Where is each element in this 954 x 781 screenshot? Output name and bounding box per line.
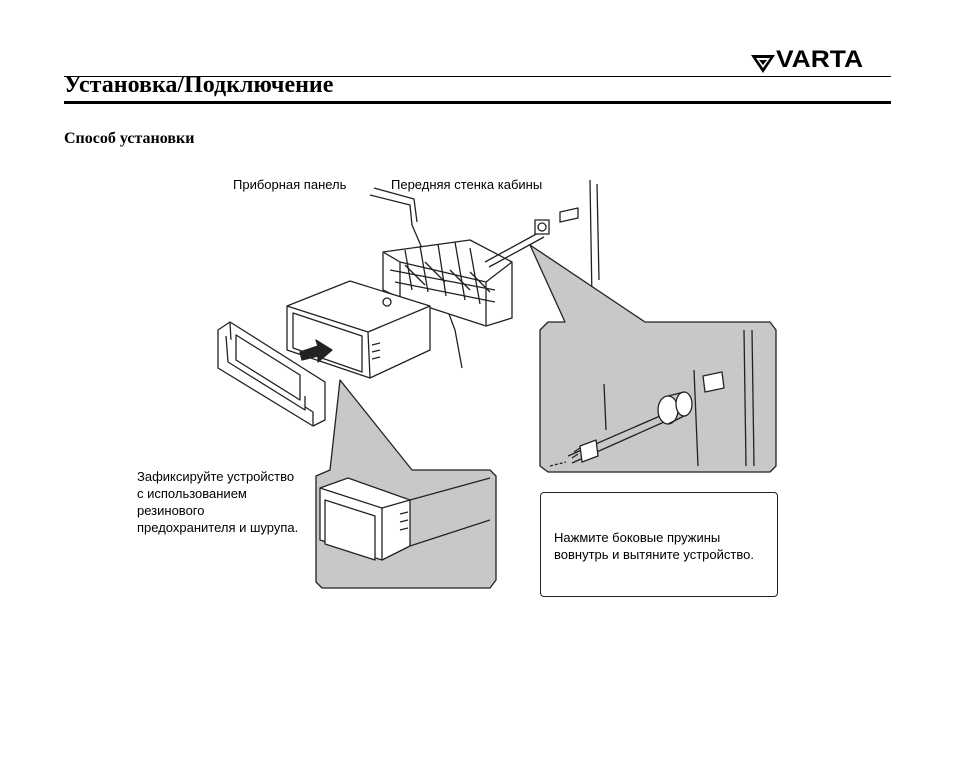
label-fix-line: резинового — [137, 503, 205, 518]
label-press-instruction: Нажмите боковые пружины вовнутрь и вытян… — [554, 529, 754, 563]
label-fix-line: предохранителя и шурупа. — [137, 520, 299, 535]
varta-v-emblem-icon — [751, 55, 775, 73]
header-rule-thin — [64, 76, 891, 77]
header-rule-thick — [64, 101, 891, 104]
trim-frame — [217, 321, 326, 427]
insert-arrow — [299, 339, 333, 363]
press-springs-box — [540, 492, 778, 597]
spring-callout — [529, 244, 777, 473]
spring-callout-detail — [549, 329, 755, 467]
front-wall-line — [589, 179, 593, 301]
label-dashboard: Приборная панель — [233, 177, 347, 192]
logo-text: VARTA — [776, 46, 864, 73]
label-press-line: Нажмите боковые пружины — [554, 530, 721, 545]
fix-callout-detail — [319, 477, 491, 561]
mounting-sleeve — [382, 239, 513, 327]
varta-logo: VARTA — [750, 46, 892, 74]
label-fix-instruction: Зафиксируйте устройство с использованием… — [137, 468, 298, 536]
label-press-line: вовнутрь и вытяните устройство. — [554, 547, 754, 562]
label-fix-line: Зафиксируйте устройство — [137, 469, 295, 484]
page-title: Установка/Подключение — [64, 72, 334, 98]
label-front-wall: Передняя стенка кабины — [391, 177, 543, 192]
rear-rod — [484, 231, 545, 268]
label-fix-line: с использованием — [137, 486, 247, 501]
section-subtitle: Способ установки — [64, 130, 195, 147]
